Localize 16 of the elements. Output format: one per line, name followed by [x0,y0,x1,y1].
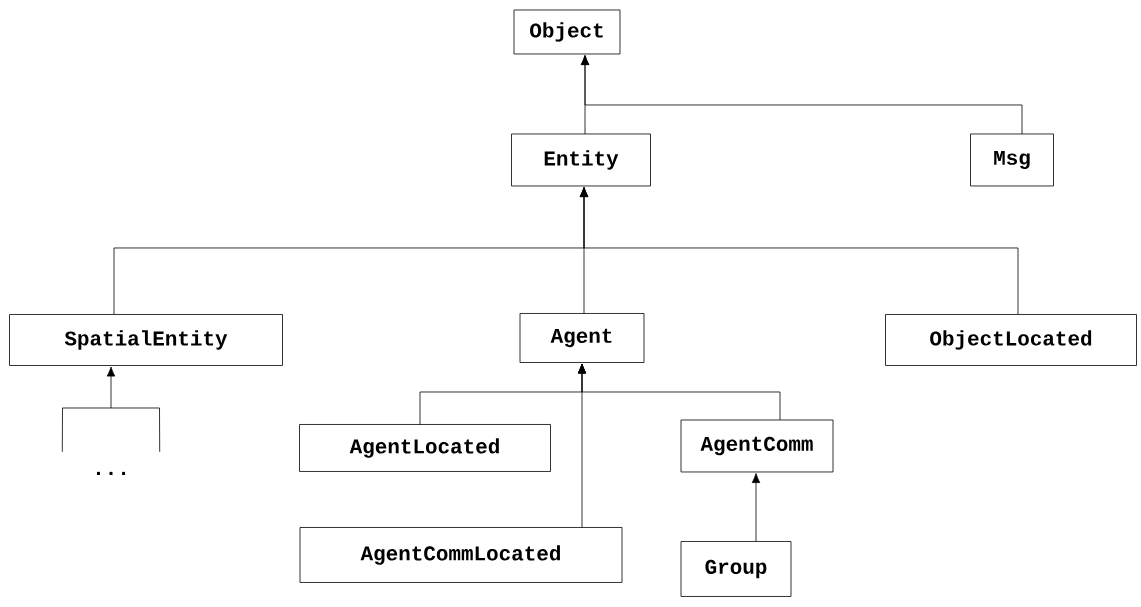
inheritance-arrow [579,187,1019,315]
class-box: Msg [970,133,1054,187]
inheritance-arrow [61,366,161,453]
ellipsis-text: ... [97,471,126,475]
inheritance-arrow [580,55,1023,135]
class-box: AgentLocated [299,424,551,472]
class-box: Object [513,9,621,55]
class-box: AgentComm [680,419,834,473]
class-box: Group [680,541,792,597]
class-box: ObjectLocated [885,314,1137,366]
class-box: Entity [511,133,651,187]
class-box: AgentCommLocated [299,527,623,583]
inheritance-arrow [577,363,587,528]
class-box: Agent [519,313,645,363]
inheritance-arrow [751,473,761,542]
class-box: SpatialEntity [9,314,283,366]
